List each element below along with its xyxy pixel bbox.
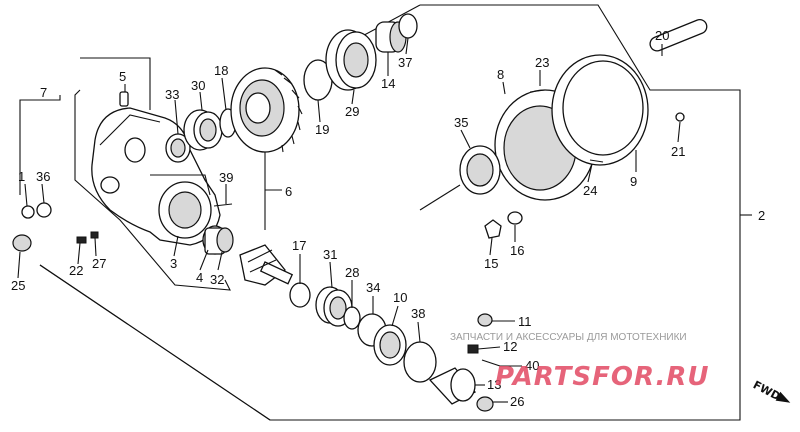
leader-lines <box>17 37 681 403</box>
nuts-15-16 <box>467 211 523 367</box>
pinion-shaft-bearings <box>289 282 437 383</box>
label-9: 9 <box>630 174 637 189</box>
label-17: 17 <box>292 238 306 253</box>
label-19: 19 <box>315 122 329 137</box>
label-18: 18 <box>214 63 228 78</box>
label-31: 31 <box>323 247 337 262</box>
watermark: ЗАПЧАСТИ И АКСЕССУАРЫ ДЛЯ МОТОТЕХНИКИ PA… <box>450 332 709 392</box>
label-2: 2 <box>758 208 765 223</box>
label-5: 5 <box>119 69 126 84</box>
label-33: 33 <box>165 87 179 102</box>
label-1: 1 <box>18 169 25 184</box>
upper-center-bearings <box>303 13 418 101</box>
label-27: 27 <box>92 256 106 271</box>
label-23: 23 <box>535 55 549 70</box>
label-30: 30 <box>191 78 205 93</box>
label-26: 26 <box>510 394 524 409</box>
label-36: 36 <box>36 169 50 184</box>
label-32: 32 <box>210 272 224 287</box>
pinion-gear <box>239 244 294 286</box>
label-20: 20 <box>655 28 669 43</box>
label-4: 4 <box>196 270 203 285</box>
part-number-labels: 1 2 3 4 5 6 7 8 9 10 11 12 13 14 15 16 1… <box>11 28 765 409</box>
ring-gear <box>230 67 303 153</box>
label-38: 38 <box>411 306 425 321</box>
label-3: 3 <box>170 256 177 271</box>
universal-joint <box>428 367 494 412</box>
label-6: 6 <box>285 184 292 199</box>
label-11: 11 <box>518 314 532 329</box>
bearing-4 <box>202 225 234 255</box>
watermark-tagline: ЗАПЧАСТИ И АКСЕССУАРЫ ДЛЯ МОТОТЕХНИКИ <box>450 332 687 343</box>
label-22: 22 <box>69 263 83 278</box>
bearings-upper-left <box>165 108 237 163</box>
label-10: 10 <box>393 290 407 305</box>
label-25: 25 <box>11 278 25 293</box>
label-29: 29 <box>345 104 359 119</box>
label-40: 40 <box>525 358 539 373</box>
label-35: 35 <box>454 115 468 130</box>
label-14: 14 <box>381 76 395 91</box>
label-8: 8 <box>497 67 504 82</box>
label-39: 39 <box>219 170 233 185</box>
label-24: 24 <box>583 183 597 198</box>
label-13: 13 <box>487 377 501 392</box>
label-15: 15 <box>484 256 498 271</box>
watermark-logo: PARTSFOR.RU <box>495 362 709 392</box>
fwd-direction-marker: FWD <box>751 378 791 403</box>
label-34: 34 <box>366 280 380 295</box>
label-7: 7 <box>40 85 47 100</box>
label-28: 28 <box>345 265 359 280</box>
label-12: 12 <box>503 339 517 354</box>
final-drive-cover <box>459 18 708 201</box>
label-37: 37 <box>398 55 412 70</box>
final-gear-case-housing <box>91 107 221 246</box>
label-16: 16 <box>510 243 524 258</box>
group-outlines <box>19 4 752 421</box>
arrow-right-icon <box>775 391 791 403</box>
label-21: 21 <box>671 144 685 159</box>
